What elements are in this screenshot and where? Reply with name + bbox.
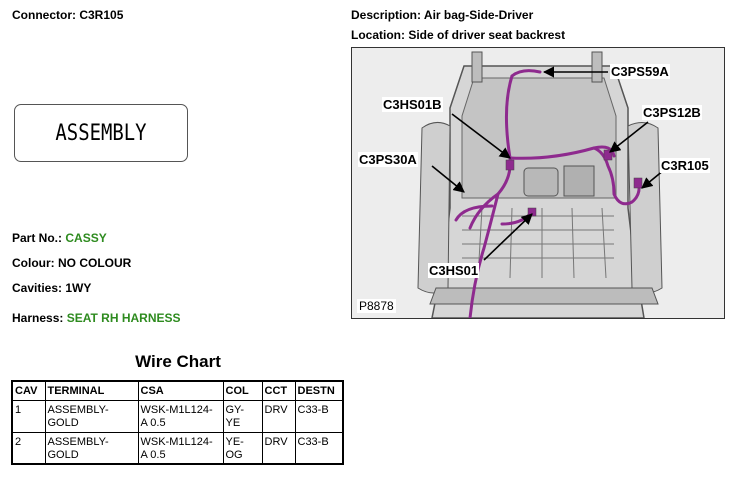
description-line: Description: Air bag-Side-Driver bbox=[351, 8, 533, 22]
connector-label: Connector: bbox=[12, 8, 76, 22]
colour-label: Colour: bbox=[12, 256, 55, 270]
header-cct: CCT bbox=[261, 380, 296, 401]
location-value: Side of driver seat backrest bbox=[408, 28, 566, 42]
cell-cav: 2 bbox=[11, 431, 46, 465]
cell-csa-line2: A 0.5 bbox=[140, 448, 166, 461]
cell-cav: 1 bbox=[11, 399, 46, 433]
table-row: 1 ASSEMBLY-GOLD WSK-M1L124-A 0.5 GY-YE D… bbox=[11, 399, 344, 433]
location-label: Location: bbox=[351, 28, 405, 42]
cell-col-line1: YE- bbox=[225, 435, 244, 448]
cell-col: GY-YE bbox=[222, 399, 263, 433]
cell-destn: C33-B bbox=[294, 431, 344, 465]
cell-terminal-line2: GOLD bbox=[47, 416, 79, 429]
cell-col-line1: GY- bbox=[225, 403, 245, 416]
cell-cct: DRV bbox=[261, 399, 296, 433]
callout-c3hs01b: C3HS01B bbox=[382, 97, 443, 112]
cell-csa: WSK-M1L124-A 0.5 bbox=[137, 431, 224, 465]
seat-frame-illustration bbox=[417, 51, 665, 318]
location-diagram: C3PS59A C3HS01B C3PS12B C3PS30A C3R105 C… bbox=[351, 47, 725, 319]
cell-col-line2: YE bbox=[225, 416, 241, 429]
cell-col: YE-OG bbox=[222, 431, 263, 465]
header-destn: DESTN bbox=[294, 380, 344, 401]
cell-col-line2: OG bbox=[225, 448, 243, 461]
part-no-label: Part No.: bbox=[12, 231, 63, 245]
part-no-line: Part No.: CASSY bbox=[12, 231, 107, 245]
cell-csa: WSK-M1L124-A 0.5 bbox=[137, 399, 224, 433]
harness-value: SEAT RH HARNESS bbox=[66, 311, 181, 325]
header-cav: CAV bbox=[11, 380, 46, 401]
connector-face-box: ASSEMBLY bbox=[14, 104, 188, 162]
picture-number: P8878 bbox=[357, 299, 396, 313]
callout-c3ps59a: C3PS59A bbox=[610, 64, 670, 79]
cell-terminal: ASSEMBLY-GOLD bbox=[44, 399, 139, 433]
part-no-value: CASSY bbox=[65, 231, 107, 245]
location-line: Location: Side of driver seat backrest bbox=[351, 28, 565, 42]
header-csa: CSA bbox=[137, 380, 224, 401]
cell-terminal: ASSEMBLY-GOLD bbox=[44, 431, 139, 465]
cell-cct: DRV bbox=[261, 431, 296, 465]
colour-value: NO COLOUR bbox=[58, 256, 132, 270]
connector-value: C3R105 bbox=[79, 8, 124, 22]
callout-c3ps30a: C3PS30A bbox=[358, 152, 418, 167]
harness-line: Harness: SEAT RH HARNESS bbox=[12, 311, 181, 325]
connector-line: Connector: C3R105 bbox=[12, 8, 123, 22]
wire-chart-header-row: CAV TERMINAL CSA COL CCT DESTN bbox=[11, 380, 344, 401]
colour-line: Colour: NO COLOUR bbox=[12, 256, 131, 270]
cell-terminal-line1: ASSEMBLY- bbox=[47, 435, 109, 448]
cell-csa-line1: WSK-M1L124- bbox=[140, 403, 213, 416]
callout-c3ps12b: C3PS12B bbox=[642, 105, 702, 120]
description-label: Description: bbox=[351, 8, 422, 22]
cell-terminal-line1: ASSEMBLY- bbox=[47, 403, 109, 416]
wire-chart-title: Wire Chart bbox=[135, 352, 221, 371]
description-value: Air bag-Side-Driver bbox=[423, 8, 534, 22]
harness-label: Harness: bbox=[12, 311, 64, 325]
connector-face-text: ASSEMBLY bbox=[55, 120, 147, 146]
cavities-value: 1WY bbox=[65, 281, 92, 295]
callout-c3r105: C3R105 bbox=[660, 158, 710, 173]
cell-destn: C33-B bbox=[294, 399, 344, 433]
cavities-line: Cavities: 1WY bbox=[12, 281, 91, 295]
header-terminal: TERMINAL bbox=[44, 380, 139, 401]
cavities-label: Cavities: bbox=[12, 281, 63, 295]
callout-c3hs01: C3HS01 bbox=[428, 263, 480, 278]
wire-chart-table: CAV TERMINAL CSA COL CCT DESTN 1 ASSEMBL… bbox=[11, 380, 344, 465]
table-row: 2 ASSEMBLY-GOLD WSK-M1L124-A 0.5 YE-OG D… bbox=[11, 431, 344, 465]
cell-terminal-line2: GOLD bbox=[47, 448, 79, 461]
header-col: COL bbox=[222, 380, 263, 401]
cell-csa-line2: A 0.5 bbox=[140, 416, 166, 429]
cell-csa-line1: WSK-M1L124- bbox=[140, 435, 213, 448]
